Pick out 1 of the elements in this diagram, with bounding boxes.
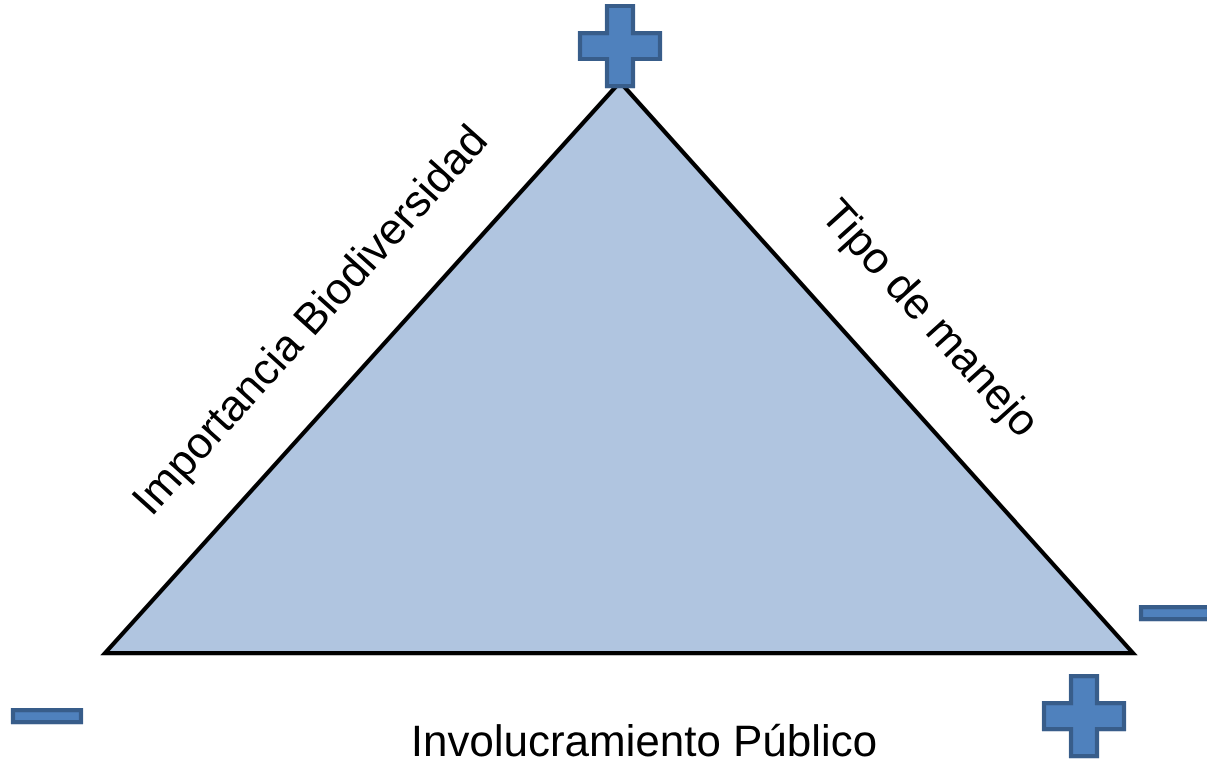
axis-label: Involucramiento Público [414,723,876,757]
